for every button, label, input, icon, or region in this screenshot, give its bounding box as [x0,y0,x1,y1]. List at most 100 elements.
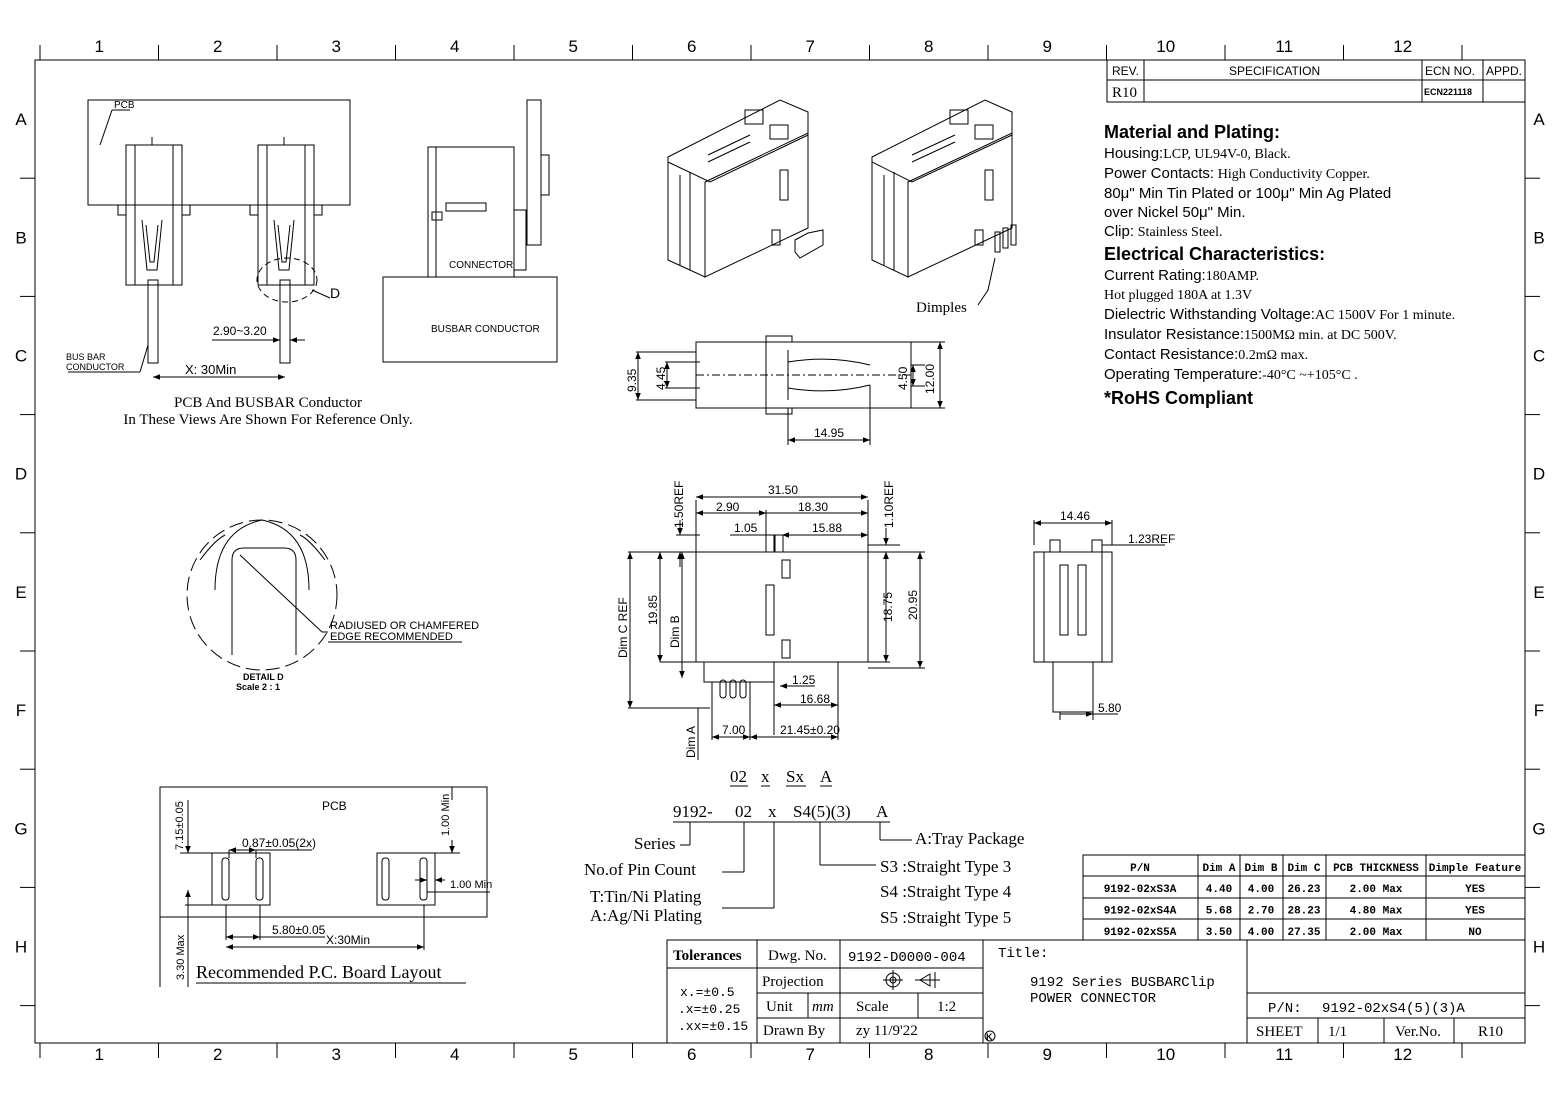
grid-column-label-bottom: 8 [924,1045,933,1064]
dim-x-30-min: X:30Min [326,933,370,947]
material-title: Material and Plating: [1104,122,1281,142]
sheet-value: 1/1 [1328,1024,1347,1040]
dwg-no-label: Dwg. No. [768,948,827,964]
dim-2-90: 2.90 [716,500,740,514]
dimension-table-cell: 3.50 [1206,927,1232,939]
dimension-table-header: Dim B [1244,863,1277,875]
reference-note-line1: PCB And BUSBAR Conductor [174,395,362,411]
grid-column-label-top: 7 [806,37,815,56]
dimension-table-cell: NO [1468,927,1482,939]
contacts-line: Power Contacts: High Conductivity Copper… [1104,164,1524,184]
contacts-value: High Conductivity Copper. [1217,167,1370,182]
housing-line: Housing:LCP, UL94V-0, Black. [1104,144,1524,164]
detail-d-view [186,519,462,671]
grid-column-label-bottom: 3 [332,1045,341,1064]
dim-5-80: 5.80 [1098,701,1122,715]
title-label: Title: [998,946,1048,962]
temperature-label: Operating Temperature: [1104,366,1263,383]
insulator-line: Insulator Resistance:1500MΩ min. at DC 5… [1104,325,1524,345]
dim-12-00: 12.00 [923,364,937,394]
dimension-table-cell: 2.00 Max [1350,884,1403,896]
housing-label: Housing: [1104,145,1164,162]
dim-31-50: 31.50 [768,483,798,497]
rev-header: REV. [1112,64,1139,78]
silver-plating-label: A:Ag/Ni Plating [590,906,702,925]
pin-count-label: No.of Pin Count [584,860,696,879]
top-view [635,335,945,445]
dim-0-87: 0.87±0.05(2x) [242,836,316,850]
dim-b: Dim B [668,615,682,648]
grid-column-label-top: 3 [332,37,341,56]
pn-top-02: 02 [730,767,747,786]
grid-row-label-right: G [1532,819,1545,838]
isometric-view-left [667,99,824,278]
dim-14-95: 14.95 [814,426,844,440]
dimension-table-cell: 28.23 [1287,906,1320,918]
scale-value: 1:2 [937,999,956,1015]
dimension-table-header: Dim C [1287,863,1320,875]
grid-column-label-top: 5 [569,37,578,56]
side-view [1033,520,1165,720]
dielectric-line: Dielectric Withstanding Voltage:AC 1500V… [1104,305,1524,325]
grid-column-label-top: 10 [1156,37,1175,56]
dielectric-label: Dielectric Withstanding Voltage: [1104,306,1315,323]
pcb-label: PCB [114,100,135,111]
dim-4-50: 4.50 [896,366,910,390]
dim-1-00-min-vertical: 1.00 Min [440,794,452,836]
ecn-header: ECN NO. [1425,64,1475,78]
dim-21-45: 21.45±0.20 [780,723,840,737]
dim-a: Dim A [684,726,698,758]
projection-label: Projection [762,974,824,990]
dim-5-80-pcb: 5.80±0.05 [272,923,326,937]
unit-label: Unit [766,999,794,1015]
straight-type-3: S3 :Straight Type 3 [880,857,1011,876]
grid-column-label-bottom: 5 [569,1045,578,1064]
insulator-value: 1500MΩ min. at DC 500V. [1244,328,1397,343]
dim-1-00-min-horizontal: 1.00 Min [450,879,492,891]
isometric-view-right [871,99,1017,306]
front-view [627,494,925,760]
pn-type: S4(5)(3) [793,802,851,821]
ver-label: Ver.No. [1395,1024,1441,1040]
title-line-2: POWER CONNECTOR [1030,991,1157,1007]
dimples-label: Dimples [916,300,967,316]
grid-row-label-right: C [1533,347,1545,366]
grid-row-label-right: A [1533,110,1545,129]
tolerances-label: Tolerances [673,948,742,964]
plating-line-1: 80μ" Min Tin Plated or 100μ" Min Ag Plat… [1104,185,1392,202]
dim-19-85: 19.85 [646,595,660,625]
grid-column-label-top: 6 [687,37,696,56]
dim-3-30-max: 3.30 Max [175,934,187,980]
dim-15-88: 15.88 [812,521,842,535]
dimension-table-header: Dim A [1202,863,1235,875]
grid-column-label-bottom: 4 [450,1045,459,1064]
contacts-label: Power Contacts: [1104,165,1215,182]
current-line: Current Rating:180AMP. [1104,266,1524,286]
dimension-table-cell: 26.23 [1287,884,1320,896]
title-line-1: 9192 Series BUSBARClip [1030,975,1215,991]
dimension-table-cell: YES [1465,884,1485,896]
dim-c-ref: Dim C REF [616,597,630,658]
grid-column-label-bottom: 10 [1156,1045,1175,1064]
scale-label: Scale [856,999,889,1015]
grid-column-label-bottom: 7 [806,1045,815,1064]
pn-value: 9192-02xS4(5)(3)A [1322,1001,1465,1017]
clip-line: Clip: Stainless Steel. [1104,222,1524,242]
grid-column-label-bottom: 6 [687,1045,696,1064]
grid-row-label-right: H [1533,938,1545,957]
pn-label: P/N: [1268,1001,1302,1017]
detail-scale: Scale 2 : 1 [236,682,280,692]
dim-1-10ref: 1.10REF [882,481,896,528]
grid-row-label-right: F [1534,701,1544,720]
clip-label: Clip: [1104,223,1135,240]
dimension-table-cell: 4.00 [1248,927,1274,939]
tolerance-1: x.=±0.5 [680,985,735,1000]
pcb-section-view [68,99,351,380]
spec-header: SPECIFICATION [1229,64,1320,78]
contact-res-line: Contact Resistance:0.2mΩ max. [1104,345,1524,365]
current-label: Current Rating: [1104,267,1206,284]
tin-plating-label: T:Tin/Ni Plating [590,887,702,906]
bus-bar-label-2: CONDUCTOR [66,362,125,372]
